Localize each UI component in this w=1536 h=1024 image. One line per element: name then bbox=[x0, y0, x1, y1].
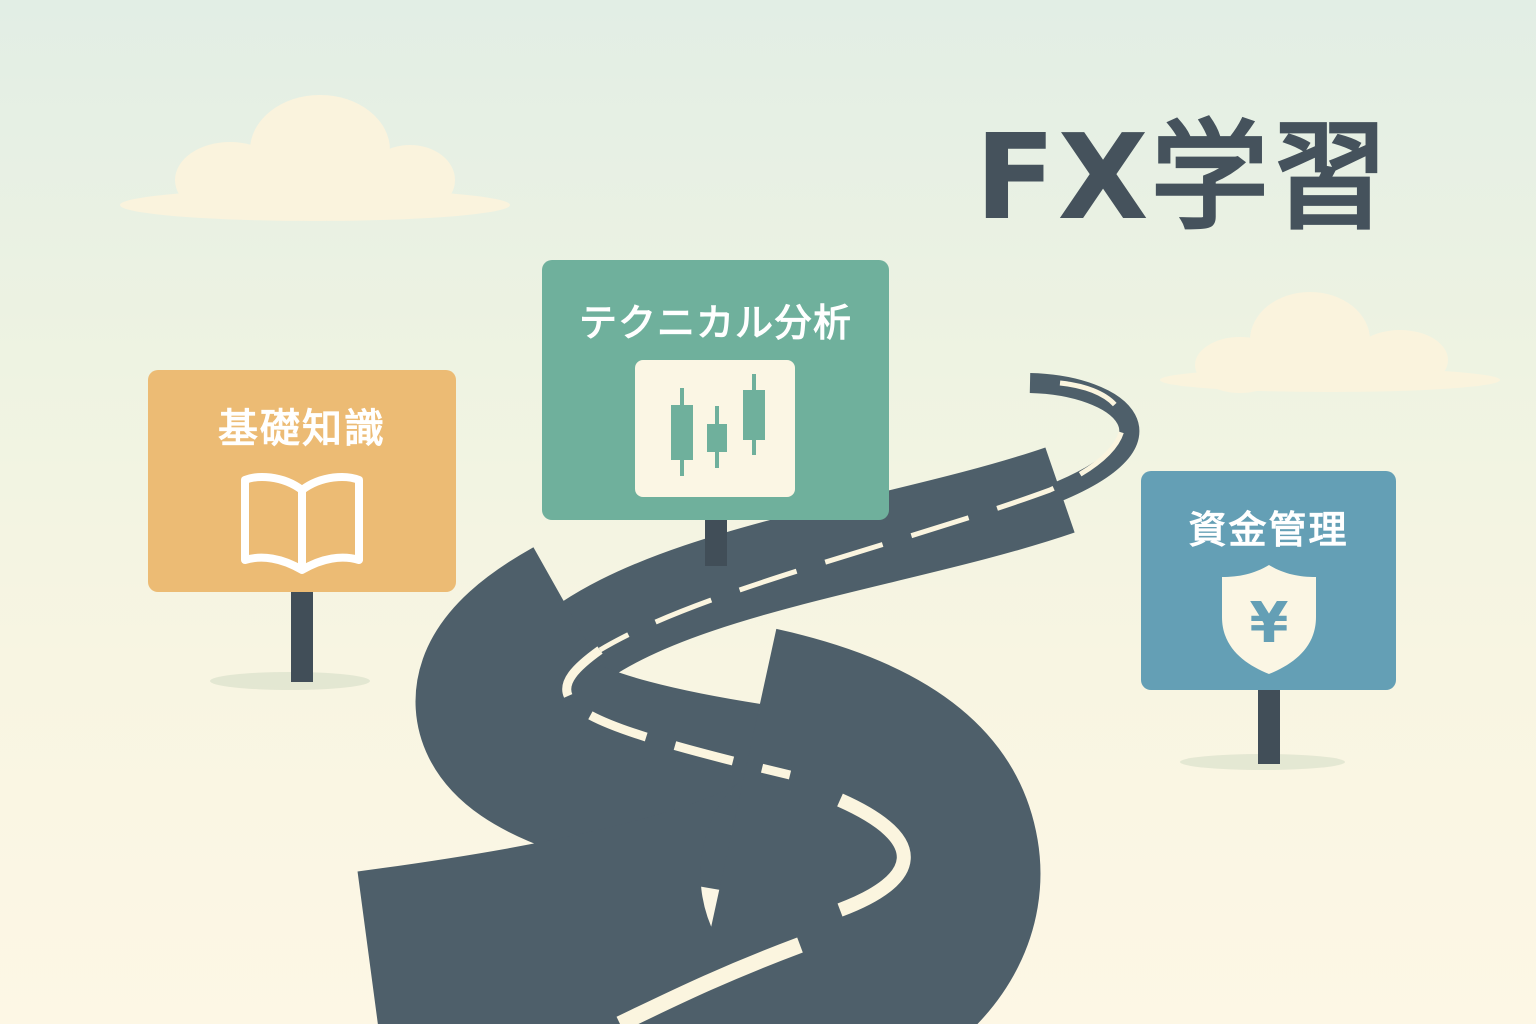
road-center-line bbox=[562, 380, 1125, 1024]
sign-label: 基礎知識 bbox=[218, 406, 386, 452]
chart-panel bbox=[635, 360, 795, 497]
candlestick-chart-icon bbox=[671, 374, 765, 476]
sign-basics: 基礎知識 bbox=[148, 370, 456, 592]
sign-label: 資金管理 bbox=[1188, 508, 1349, 552]
sign-technical: テクニカル分析 bbox=[542, 260, 889, 520]
sign-label: テクニカル分析 bbox=[578, 301, 852, 345]
open-book-icon bbox=[241, 473, 363, 574]
sign-money-management: 資金管理 ¥ bbox=[1141, 471, 1396, 690]
sign-post bbox=[1258, 688, 1280, 764]
sign-post bbox=[291, 590, 313, 682]
svg-text:¥: ¥ bbox=[1249, 591, 1288, 656]
page-title: FX学習 bbox=[975, 108, 1391, 246]
cloud-right bbox=[1160, 292, 1500, 393]
yen-shield-icon: ¥ bbox=[1221, 565, 1316, 674]
cloud-left bbox=[120, 95, 510, 221]
sign-shadow bbox=[210, 672, 370, 690]
sign-post bbox=[705, 518, 727, 566]
